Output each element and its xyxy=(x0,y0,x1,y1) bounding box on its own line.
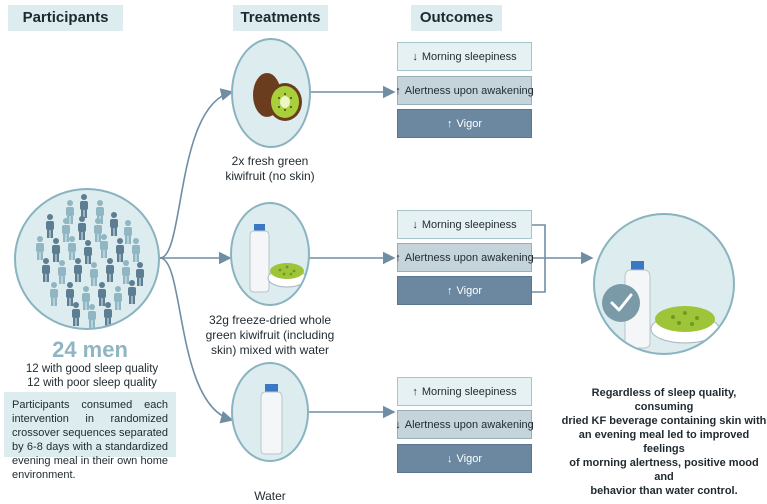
arrow-icon: ↑ xyxy=(447,284,453,297)
header-treatments: Treatments xyxy=(233,5,328,31)
outcome-box: ↓Alertness upon awakening xyxy=(395,410,534,439)
outcome-label: Alertness upon awakening xyxy=(404,418,534,431)
outcome-label: Alertness upon awakening xyxy=(404,251,534,264)
branch-to-kiwi xyxy=(159,88,234,259)
outcome-box: ↑Morning sleepiness xyxy=(397,377,532,406)
outcome-label: Vigor xyxy=(456,452,482,465)
header-outcomes: Outcomes xyxy=(411,5,502,31)
outcome-label: Alertness upon awakening xyxy=(404,84,534,97)
outcome-box: ↑Alertness upon awakening xyxy=(395,76,534,105)
arrow-icon: ↓ xyxy=(412,218,418,231)
conclusion-line: an evening meal led to improved feelings xyxy=(578,429,750,455)
dried-kiwi-caption: 32g freeze-dried whole green kiwifruit (… xyxy=(205,313,335,358)
dried-kiwi-circle xyxy=(230,202,310,306)
outcome-label: Morning sleepiness xyxy=(421,50,517,63)
water-caption: Water xyxy=(254,489,286,503)
outcome-box: ↓Morning sleepiness xyxy=(397,42,532,71)
fresh-kiwi-caption: 2x fresh green kiwifruit (no skin) xyxy=(220,154,320,184)
participants-circle xyxy=(14,188,160,330)
study-description: Participants consumed each intervention … xyxy=(4,392,176,481)
outcome-label: Morning sleepiness xyxy=(421,385,517,398)
conclusion-illustration xyxy=(602,261,720,349)
dried-kiwi-bottle-icon xyxy=(249,224,307,293)
conclusion-circle xyxy=(593,213,735,355)
fresh-kiwi-circle xyxy=(231,38,311,148)
water-bottle-icon xyxy=(260,384,283,455)
good-sleep-group: 12 with good sleep quality xyxy=(25,363,159,375)
conclusion-line: behavior than water control. xyxy=(590,485,738,497)
conclusion-line: Regardless of sleep quality, consuming xyxy=(591,387,737,413)
arrow-icon: ↓ xyxy=(412,50,418,63)
outcome-label: Morning sleepiness xyxy=(421,218,517,231)
caption-line: 32g freeze-dried whole xyxy=(208,313,332,327)
conclusion-line: of morning alertness, positive mood and xyxy=(569,457,759,483)
poor-sleep-group: 12 with poor sleep quality xyxy=(27,377,157,389)
conclusion-line: dried KF beverage containing skin with xyxy=(561,415,767,427)
arrow-icon: ↓ xyxy=(447,452,453,465)
outcome-box: ↑Vigor xyxy=(397,276,532,305)
checkmark-icon xyxy=(602,284,640,322)
conclusion-text: Regardless of sleep quality, consuming d… xyxy=(561,386,767,498)
caption-line: skin) mixed with water xyxy=(210,343,330,357)
outcome-label: Vigor xyxy=(456,117,482,130)
water-circle xyxy=(231,362,309,462)
caption-line: green kiwifruit (including xyxy=(205,328,335,342)
arrow-icon: ↑ xyxy=(412,385,418,398)
header-participants: Participants xyxy=(8,5,123,31)
outcome-box: ↑Alertness upon awakening xyxy=(395,243,534,272)
arrow-icon: ↑ xyxy=(395,84,401,97)
participant-count: 24 men xyxy=(52,337,128,362)
arrow-icon: ↑ xyxy=(447,117,453,130)
people-icons xyxy=(36,194,144,328)
outcome-label: Vigor xyxy=(456,284,482,297)
outcome-box: ↓Vigor xyxy=(397,444,532,473)
caption-line: 2x fresh green xyxy=(231,154,309,168)
branch-to-water xyxy=(159,257,234,424)
kiwifruit-icon xyxy=(253,73,302,121)
arrow-icon: ↑ xyxy=(395,251,401,264)
caption-line: kiwifruit (no skin) xyxy=(225,169,315,183)
outcome-box: ↓Morning sleepiness xyxy=(397,210,532,239)
outcome-box: ↑Vigor xyxy=(397,109,532,138)
arrow-icon: ↓ xyxy=(395,418,401,431)
